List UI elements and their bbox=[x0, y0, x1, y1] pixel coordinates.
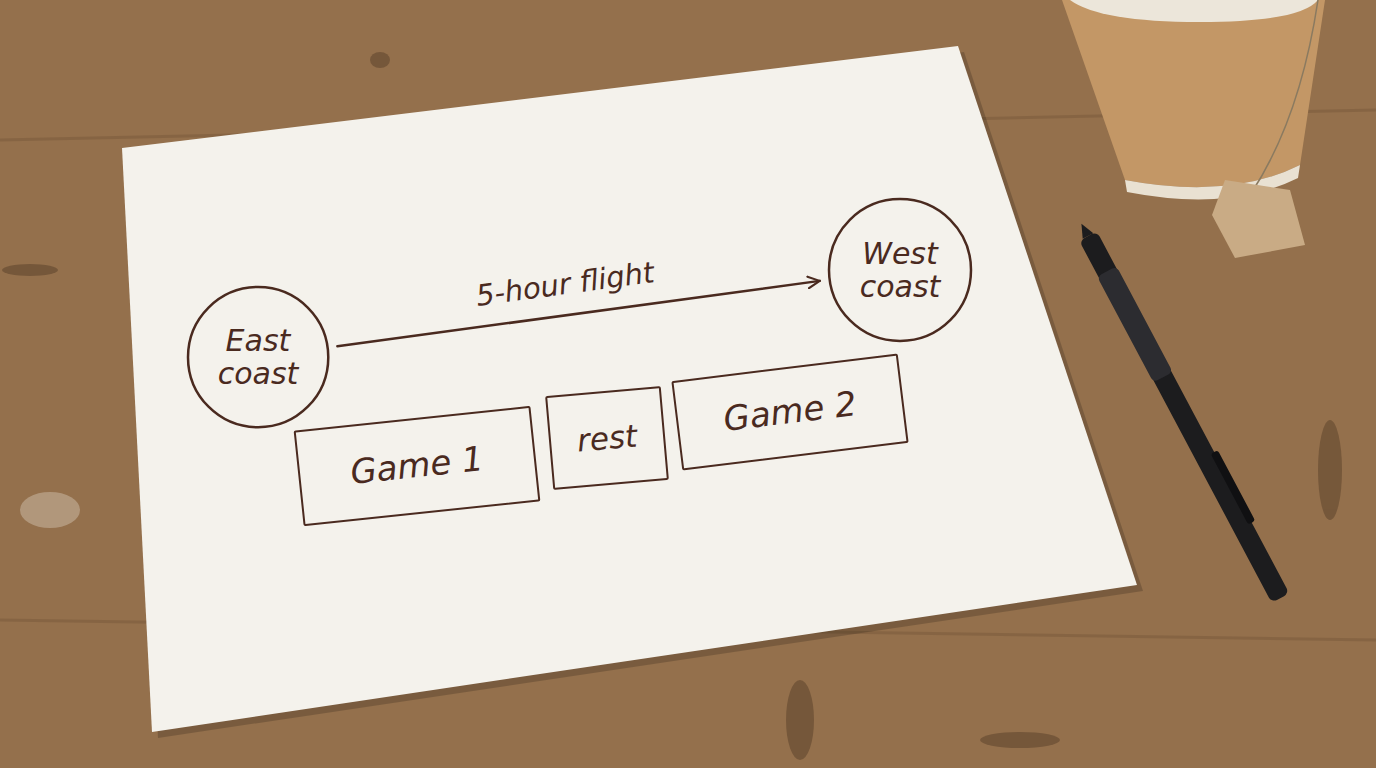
circle-outline-shape bbox=[829, 199, 971, 341]
tea-bag-tag bbox=[1212, 0, 1318, 258]
game-box: Game 1 bbox=[294, 406, 541, 526]
edge-label: 5-hour flight bbox=[473, 255, 655, 313]
node-label: Game 2 bbox=[721, 385, 858, 438]
node-label: Game 1 bbox=[349, 440, 486, 491]
paper-sheet bbox=[122, 46, 1137, 732]
node-label: West coast bbox=[844, 237, 956, 303]
circle-outline-shape bbox=[188, 287, 328, 427]
place-circle: East coast bbox=[186, 285, 330, 429]
pen bbox=[1072, 217, 1293, 603]
game-box: Game 2 bbox=[671, 353, 908, 470]
node-label: rest bbox=[576, 418, 639, 457]
rest-box: rest bbox=[545, 386, 669, 490]
coffee-cup bbox=[1062, 0, 1325, 199]
place-circle: West coast bbox=[827, 197, 973, 343]
node-label: East coast bbox=[203, 324, 313, 390]
